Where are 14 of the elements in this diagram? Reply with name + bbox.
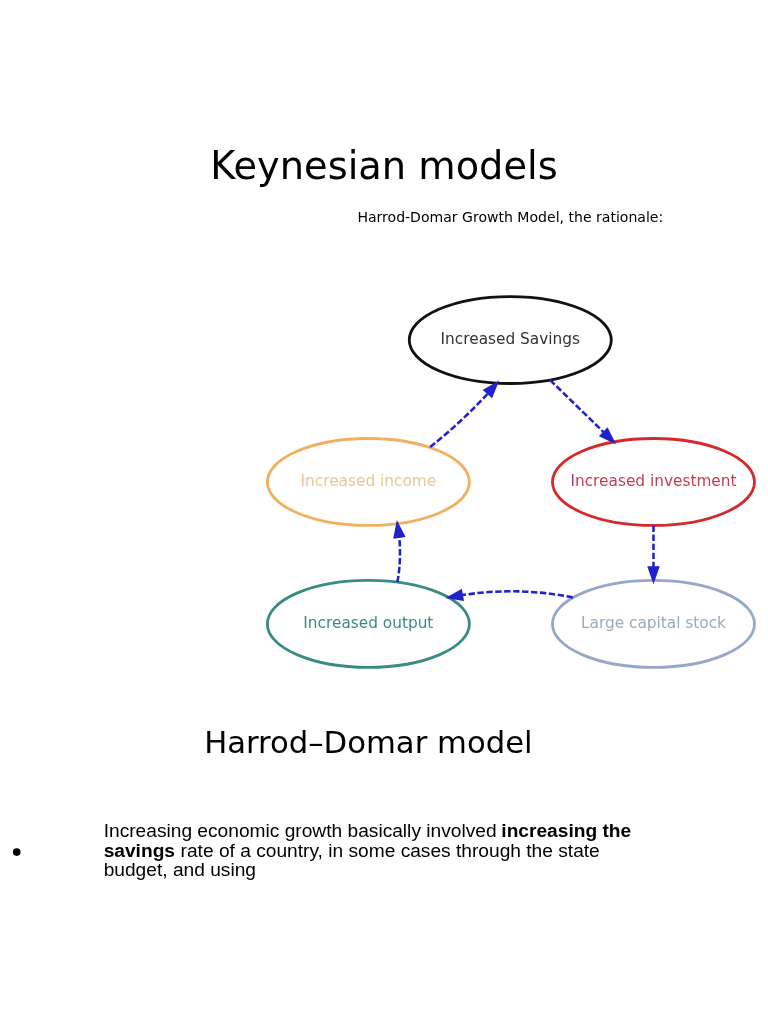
label: Increasing economic growth basically involved increasing the savings rate of a country, in some cases through the state budget, and using <box>103 820 632 880</box>
node-ellipse: Increased investment <box>551 437 756 527</box>
arrow <box>393 520 406 583</box>
label: Harrod–Domar model <box>204 725 533 761</box>
node-ellipse: Increased Savings <box>407 295 613 385</box>
node-ellipse: Increased output <box>265 579 471 669</box>
arrow <box>445 588 574 602</box>
node-ellipse: Increased income <box>265 437 471 527</box>
arrow <box>647 525 660 585</box>
label: Harrod-Domar Growth Model, the rationale: <box>357 209 664 226</box>
arrow <box>549 379 617 445</box>
diagram-title: Keynesian models <box>210 142 558 188</box>
arrow <box>429 380 500 448</box>
node-ellipse: Large capital stock <box>551 579 756 669</box>
